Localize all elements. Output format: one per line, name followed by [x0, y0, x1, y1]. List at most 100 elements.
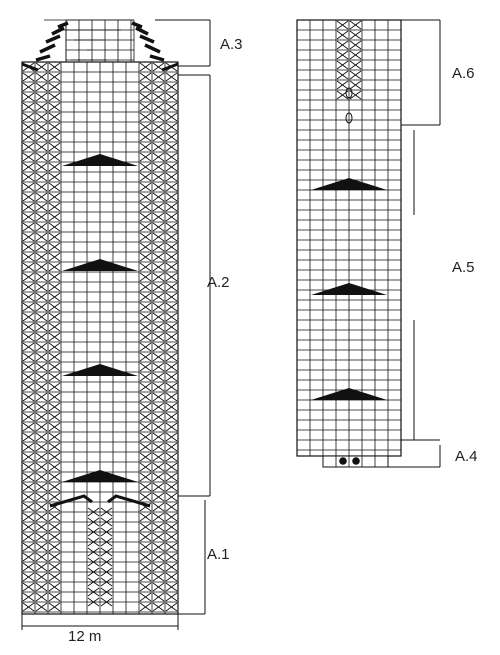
cross-symbol: [48, 392, 61, 402]
cross-symbol: [165, 342, 178, 352]
cross-symbol: [35, 382, 48, 392]
cross-symbol: [100, 517, 113, 527]
cross-symbol: [152, 102, 165, 112]
cross-symbol: [139, 602, 152, 612]
cross-symbol: [139, 322, 152, 332]
cross-symbol: [165, 222, 178, 232]
cross-symbol: [100, 577, 113, 587]
cross-symbol: [22, 92, 35, 102]
cross-symbol: [165, 482, 178, 492]
cross-symbol: [152, 62, 165, 72]
cross-symbol: [139, 292, 152, 302]
decrease-right-symbol: [131, 21, 143, 29]
cross-symbol: [22, 432, 35, 442]
cross-symbol: [165, 312, 178, 322]
cross-symbol: [48, 512, 61, 522]
cross-symbol: [152, 192, 165, 202]
cross-symbol: [22, 122, 35, 132]
cross-symbol: [165, 182, 178, 192]
cross-symbol: [22, 392, 35, 402]
cross-symbol: [48, 432, 61, 442]
cross-symbol: [152, 502, 165, 512]
cross-symbol: [152, 282, 165, 292]
cross-symbol: [165, 192, 178, 202]
cross-symbol: [152, 82, 165, 92]
cross-symbol: [152, 302, 165, 312]
increase-triangle-symbol: [311, 388, 387, 400]
cross-symbol: [165, 492, 178, 502]
cross-symbol: [35, 412, 48, 422]
cross-symbol: [35, 112, 48, 122]
cross-symbol: [165, 382, 178, 392]
cross-symbol: [22, 492, 35, 502]
decrease-left-symbol: [57, 21, 69, 29]
width-label: 12 m: [68, 628, 101, 645]
cross-symbol: [22, 352, 35, 362]
cross-symbol: [165, 212, 178, 222]
cross-symbol: [139, 222, 152, 232]
cross-symbol: [165, 432, 178, 442]
cross-symbol: [152, 562, 165, 572]
cross-symbol: [48, 462, 61, 472]
cross-symbol: [165, 322, 178, 332]
cross-symbol: [152, 162, 165, 172]
cross-symbol: [139, 562, 152, 572]
cross-symbol: [48, 452, 61, 462]
cross-symbol: [139, 492, 152, 502]
cross-symbol: [165, 82, 178, 92]
cross-symbol: [165, 202, 178, 212]
cross-symbol: [87, 547, 100, 557]
decrease-right-symbol: [135, 26, 149, 36]
cross-symbol: [139, 532, 152, 542]
cross-symbol: [152, 312, 165, 322]
cross-symbol: [165, 272, 178, 282]
cross-symbol: [349, 20, 362, 30]
cross-symbol: [48, 572, 61, 582]
cross-symbol: [139, 162, 152, 172]
cross-symbol: [152, 252, 165, 262]
cross-symbol: [22, 342, 35, 352]
cross-symbol: [87, 587, 100, 597]
cross-symbol: [336, 50, 349, 60]
cross-symbol: [48, 472, 61, 482]
cross-symbol: [35, 532, 48, 542]
right-chart-grid: [296, 19, 402, 468]
cross-symbol: [22, 262, 35, 272]
cross-symbol: [139, 302, 152, 312]
cross-symbol: [152, 532, 165, 542]
cross-symbol: [48, 122, 61, 132]
cross-symbol: [165, 72, 178, 82]
cross-symbol: [22, 82, 35, 92]
cross-symbol: [139, 432, 152, 442]
cross-symbol: [48, 62, 61, 72]
cross-symbol: [152, 572, 165, 582]
cross-symbol: [139, 172, 152, 182]
cross-symbol: [349, 90, 362, 100]
cross-symbol: [35, 562, 48, 572]
cross-symbol: [139, 462, 152, 472]
cross-symbol: [165, 142, 178, 152]
cross-symbol: [349, 70, 362, 80]
cross-symbol: [22, 332, 35, 342]
cross-symbol: [100, 567, 113, 577]
cross-symbol: [139, 192, 152, 202]
cross-symbol: [139, 282, 152, 292]
cross-symbol: [100, 527, 113, 537]
cross-symbol: [48, 352, 61, 362]
cross-symbol: [165, 442, 178, 452]
cross-symbol: [48, 562, 61, 572]
cross-symbol: [48, 332, 61, 342]
cross-symbol: [22, 402, 35, 412]
cross-symbol: [165, 292, 178, 302]
cross-symbol: [152, 402, 165, 412]
cross-symbol: [165, 302, 178, 312]
cross-symbol: [22, 512, 35, 522]
cross-symbol: [139, 442, 152, 452]
cross-symbol: [35, 92, 48, 102]
cross-symbol: [22, 552, 35, 562]
cross-symbol: [165, 282, 178, 292]
cross-symbol: [48, 222, 61, 232]
cross-symbol: [35, 462, 48, 472]
cross-symbol: [22, 272, 35, 282]
cross-symbol: [139, 392, 152, 402]
